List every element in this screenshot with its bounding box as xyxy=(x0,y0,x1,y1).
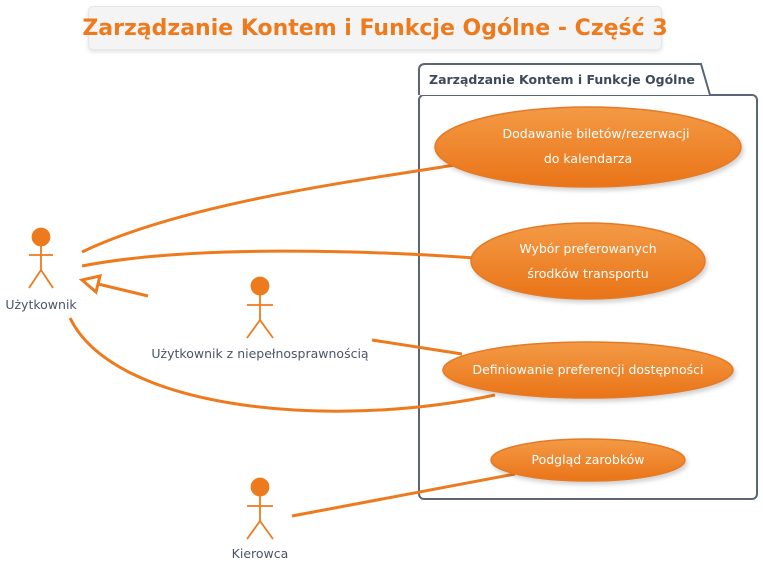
package-tab xyxy=(418,63,711,96)
actor-disabled-user-icon xyxy=(246,276,274,339)
usecase-earnings[interactable]: Podgląd zarobków xyxy=(490,438,686,482)
associations xyxy=(68,163,516,518)
diagram-title-box: Zarządzanie Kontem i Funkcje Ogólne - Cz… xyxy=(82,6,668,50)
actor-disabled-user[interactable]: Użytkownik z niepełnosprawnością xyxy=(151,276,369,362)
association-driver-earnings xyxy=(291,472,516,518)
actor-user[interactable]: Użytkownik xyxy=(5,227,77,313)
actor-disabled-user-label: Użytkownik z niepełnosprawnością xyxy=(151,346,369,361)
generalization-line xyxy=(97,282,149,298)
diagram-title: Zarządzanie Kontem i Funkcje Ogólne - Cz… xyxy=(82,15,668,41)
usecase-earnings-label: Podgląd zarobków xyxy=(532,452,645,467)
usecase-transport-prefs[interactable]: Wybór preferowanych środków transportu xyxy=(470,222,706,300)
association-user-transport-prefs xyxy=(81,249,476,268)
association-disabled-user-accessibility-prefs xyxy=(371,338,463,356)
usecase-add-tickets-line1: Dodawanie biletów/rezerwacji xyxy=(502,126,689,141)
generalization-arrowhead xyxy=(78,274,103,295)
actor-user-icon xyxy=(28,227,54,289)
actor-user-label: Użytkownik xyxy=(5,297,77,312)
association-user-add-tickets xyxy=(81,163,456,254)
usecase-add-tickets-line2: do kalendarza xyxy=(544,151,632,166)
usecase-accessibility-prefs[interactable]: Definiowanie preferencji dostępności xyxy=(442,341,734,399)
usecase-add-tickets[interactable]: Dodawanie biletów/rezerwacji do kalendar… xyxy=(434,106,742,188)
usecase-accessibility-prefs-label: Definiowanie preferencji dostępności xyxy=(472,362,703,377)
actor-driver[interactable]: Kierowca xyxy=(232,477,289,562)
usecase-transport-prefs-line1: Wybór preferowanych xyxy=(519,241,656,256)
package-title: Zarządzanie Kontem i Funkcje Ogólne xyxy=(429,72,695,87)
actor-driver-icon xyxy=(246,477,274,540)
actor-driver-label: Kierowca xyxy=(232,546,289,561)
association-user-accessibility-prefs xyxy=(68,317,496,413)
usecase-transport-prefs-line2: środków transportu xyxy=(527,266,648,281)
